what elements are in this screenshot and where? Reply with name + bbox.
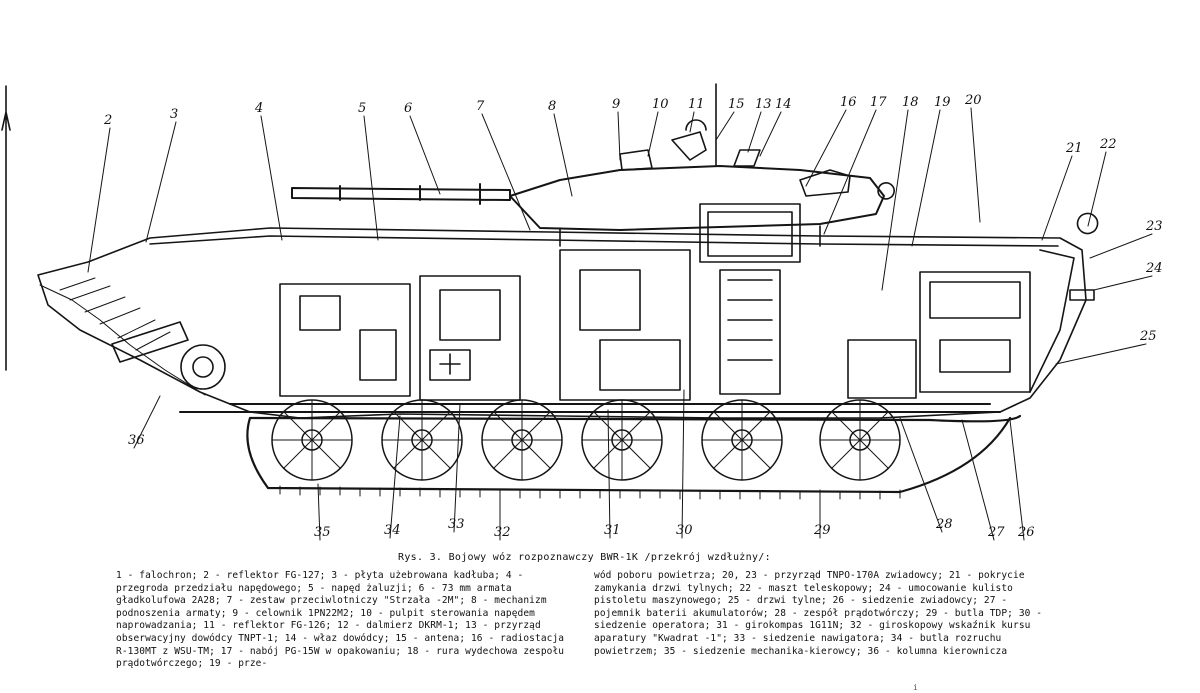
leader-line-24: [1093, 275, 1153, 291]
callout-label-3: 3: [170, 107, 178, 122]
callout-label-29: 29: [813, 523, 831, 538]
center-compartment: [559, 249, 691, 401]
callout-label-5: 5: [358, 101, 366, 116]
callout-label-13: 13: [755, 97, 772, 112]
callout-label-8: 8: [548, 99, 556, 114]
track-links: [279, 485, 901, 500]
turret-fittings: [619, 83, 895, 200]
track: [246, 414, 1022, 494]
callout-label-18: 18: [902, 95, 919, 110]
callout-label-32: 32: [494, 525, 511, 540]
leader-line-33: [453, 403, 461, 533]
steering-column: [111, 321, 189, 363]
leader-line-30: [681, 389, 685, 539]
leader-line-22: [1087, 151, 1107, 227]
leader-line-6: [409, 115, 441, 195]
leader-line-18: [881, 109, 909, 291]
callout-label-14: 14: [775, 97, 792, 112]
callout-label-19: 19: [934, 95, 951, 110]
hull-floor: [179, 403, 1001, 413]
gun-barrel: [291, 183, 511, 205]
callout-label-9: 9: [612, 97, 620, 112]
leader-line-27: [961, 419, 995, 541]
bow-ribs: [39, 277, 206, 396]
callout-label-23: 23: [1145, 219, 1163, 234]
leader-line-11: [689, 111, 695, 133]
callout-label-36: 36: [128, 433, 145, 448]
leader-line-17: [823, 109, 877, 235]
callout-label-34: 34: [384, 523, 401, 538]
leader-line-26: [1009, 419, 1025, 541]
leader-line-3: [145, 121, 177, 243]
figure-caption: Rys. 3. Bojowy wóz rozpoznawczy BWR-1K /…: [398, 552, 771, 563]
callout-label-2: 2: [103, 113, 112, 128]
leader-line-10: [647, 111, 659, 157]
callout-label-15: 15: [728, 97, 745, 112]
callout-label-7: 7: [476, 99, 485, 114]
leader-line-16: [805, 109, 847, 187]
callout-label-26: 26: [1017, 525, 1035, 540]
road-wheels: [271, 399, 901, 481]
legend-left: 1 - falochron; 2 - reflektor FG-127; 3 -…: [116, 570, 565, 670]
page-mark: i: [913, 683, 918, 692]
leader-line-35: [317, 483, 321, 541]
driver-station: [419, 275, 521, 401]
leader-line-21: [1041, 155, 1073, 241]
callout-label-31: 31: [604, 523, 621, 538]
engine-bay: [279, 283, 411, 397]
rear-door: [1029, 212, 1099, 393]
leader-line-36: [133, 395, 161, 449]
callout-label-4: 4: [254, 101, 263, 116]
callout-label-24: 24: [1145, 261, 1163, 276]
callout-label-16: 16: [840, 95, 857, 110]
leader-line-2: [87, 127, 111, 273]
callout-label-27: 27: [987, 525, 1005, 540]
leader-line-8: [553, 113, 573, 197]
callout-label-33: 33: [448, 517, 465, 532]
leader-line-34: [389, 415, 401, 539]
fan-housing: [180, 344, 226, 390]
rear-compartment: [847, 271, 1031, 399]
leader-line-15: [715, 111, 735, 141]
hull-top-plate: [149, 235, 1059, 247]
callout-label-10: 10: [652, 97, 669, 112]
leader-line-9: [617, 111, 621, 161]
leader-line-14: [759, 111, 782, 157]
callout-label-35: 35: [314, 525, 331, 540]
turret-ring: [559, 225, 821, 247]
fan-hub: [192, 356, 214, 378]
callout-label-11: 11: [688, 97, 705, 112]
hull-outline: [37, 227, 1087, 419]
leader-line-20: [970, 107, 981, 223]
leader-line-28: [899, 417, 943, 533]
callout-label-30: 30: [676, 523, 693, 538]
leader-line-7: [481, 113, 531, 231]
leader-line-25: [1055, 343, 1147, 365]
turret: [509, 165, 885, 231]
leader-line-5: [363, 115, 379, 241]
leader-line-31: [607, 409, 611, 539]
callout-label-28: 28: [935, 517, 953, 532]
callout-label-25: 25: [1139, 329, 1157, 344]
radio-rack: [699, 203, 801, 395]
callout-label-6: 6: [404, 101, 412, 116]
edge-mark: [1, 85, 11, 371]
leader-line-13: [747, 111, 762, 153]
leader-line-23: [1089, 233, 1153, 259]
callout-label-17: 17: [870, 95, 887, 110]
callout-label-21: 21: [1065, 141, 1083, 156]
leader-line-19: [911, 109, 941, 247]
leader-line-4: [260, 115, 283, 241]
callout-label-20: 20: [964, 93, 982, 108]
callout-label-22: 22: [1099, 137, 1117, 152]
legend-right: wód poboru powietrza; 20, 23 - przyrząd …: [594, 570, 1043, 657]
